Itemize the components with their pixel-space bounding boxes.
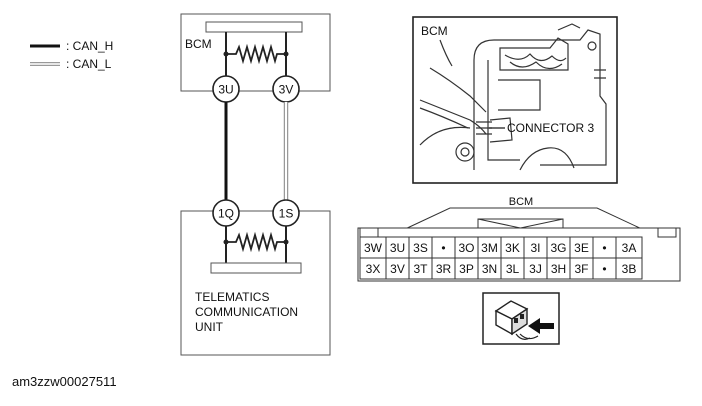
bcm-block: BCM 3U 3V <box>180 13 331 103</box>
bcm-photo-panel: BCM CONNECTOR 3 <box>412 16 618 184</box>
connector-pin-label: • <box>441 241 445 255</box>
probe-arrow-icon <box>494 300 554 340</box>
connector-pin-label: 3E <box>574 241 589 255</box>
connector-guide-left <box>359 227 379 238</box>
legend: : CAN_H : CAN_L <box>30 39 113 71</box>
photo-frame <box>412 16 618 184</box>
tcu-label-line-2: COMMUNICATION <box>195 305 298 319</box>
connector-pin-label: 3K <box>505 241 520 255</box>
connector-pin-label: 3U <box>390 241 405 255</box>
connector-pin-label: 3V <box>390 262 405 276</box>
connector-pin-label: 3B <box>622 262 637 276</box>
connector-pin-label: 3A <box>622 241 637 255</box>
connector-pin-label: 3N <box>482 262 497 276</box>
probe-inset <box>482 292 560 345</box>
connector-pin-label: 3J <box>529 262 542 276</box>
tcu-label-line-3: UNIT <box>195 320 224 334</box>
bcm-terminal-bar <box>205 21 303 33</box>
connector-pin-label: 3R <box>436 262 452 276</box>
bcm-label: BCM <box>185 37 212 51</box>
connector-pin-label: 3X <box>366 262 381 276</box>
tcu-terminal-bar <box>210 262 302 274</box>
connector-pin-label: 3T <box>413 262 428 276</box>
tcu-box <box>180 210 331 356</box>
connector-pin-label: 3F <box>574 262 588 276</box>
bcm-connector-face: BCM 3W 3U 3S • 3O 3M 3K 3I 3G 3E • 3A 3X 3V 3T 3R 3P 3N 3L… <box>357 196 681 282</box>
photo-title: BCM <box>421 24 448 38</box>
tcu-block: 1Q 1S TELEMATICS COMMUNICATION UNIT <box>180 199 331 356</box>
connector-pin-label: 3L <box>506 262 520 276</box>
resistor-icon <box>226 231 286 253</box>
connector-pin-label: 3M <box>481 241 498 255</box>
connector-guide-right <box>657 227 677 238</box>
tcu-pin-1q-label: 1Q <box>218 207 234 221</box>
connector-pin-grid: 3W 3U 3S • 3O 3M 3K 3I 3G 3E • 3A 3X 3V 3T 3R 3P 3N 3L 3J 3H… <box>359 236 643 280</box>
photo-callout: CONNECTOR 3 <box>507 121 594 135</box>
connector-pin-label: 3G <box>550 241 566 255</box>
bcm-pin-3v-label: 3V <box>279 83 294 97</box>
bcm-pin-3u-label: 3U <box>218 83 233 97</box>
tcu-pin-1s-label: 1S <box>279 207 294 221</box>
legend-can-l-label: : CAN_L <box>66 57 112 71</box>
connector-pin-label: 3S <box>413 241 428 255</box>
resistor-icon <box>226 43 286 65</box>
connector-latch-outline <box>402 207 645 231</box>
connector-title: BCM <box>509 196 533 208</box>
connector-pin-label: 3W <box>364 241 383 255</box>
bcm-connector-photo <box>419 23 607 171</box>
figure-code: am3zzw00027511 <box>12 374 117 389</box>
connector-pin-label: 3H <box>551 262 566 276</box>
connector-pin-label: 3P <box>459 262 474 276</box>
can-wires <box>224 102 289 200</box>
legend-can-h-label: : CAN_H <box>66 39 113 53</box>
connector-pin-label: 3O <box>458 241 474 255</box>
tcu-label-line-1: TELEMATICS <box>195 290 269 304</box>
connector-pin-label: • <box>602 262 606 276</box>
connector-pin-label: 3I <box>530 241 540 255</box>
connector-pin-label: • <box>602 241 606 255</box>
connector-cell <box>615 257 643 280</box>
